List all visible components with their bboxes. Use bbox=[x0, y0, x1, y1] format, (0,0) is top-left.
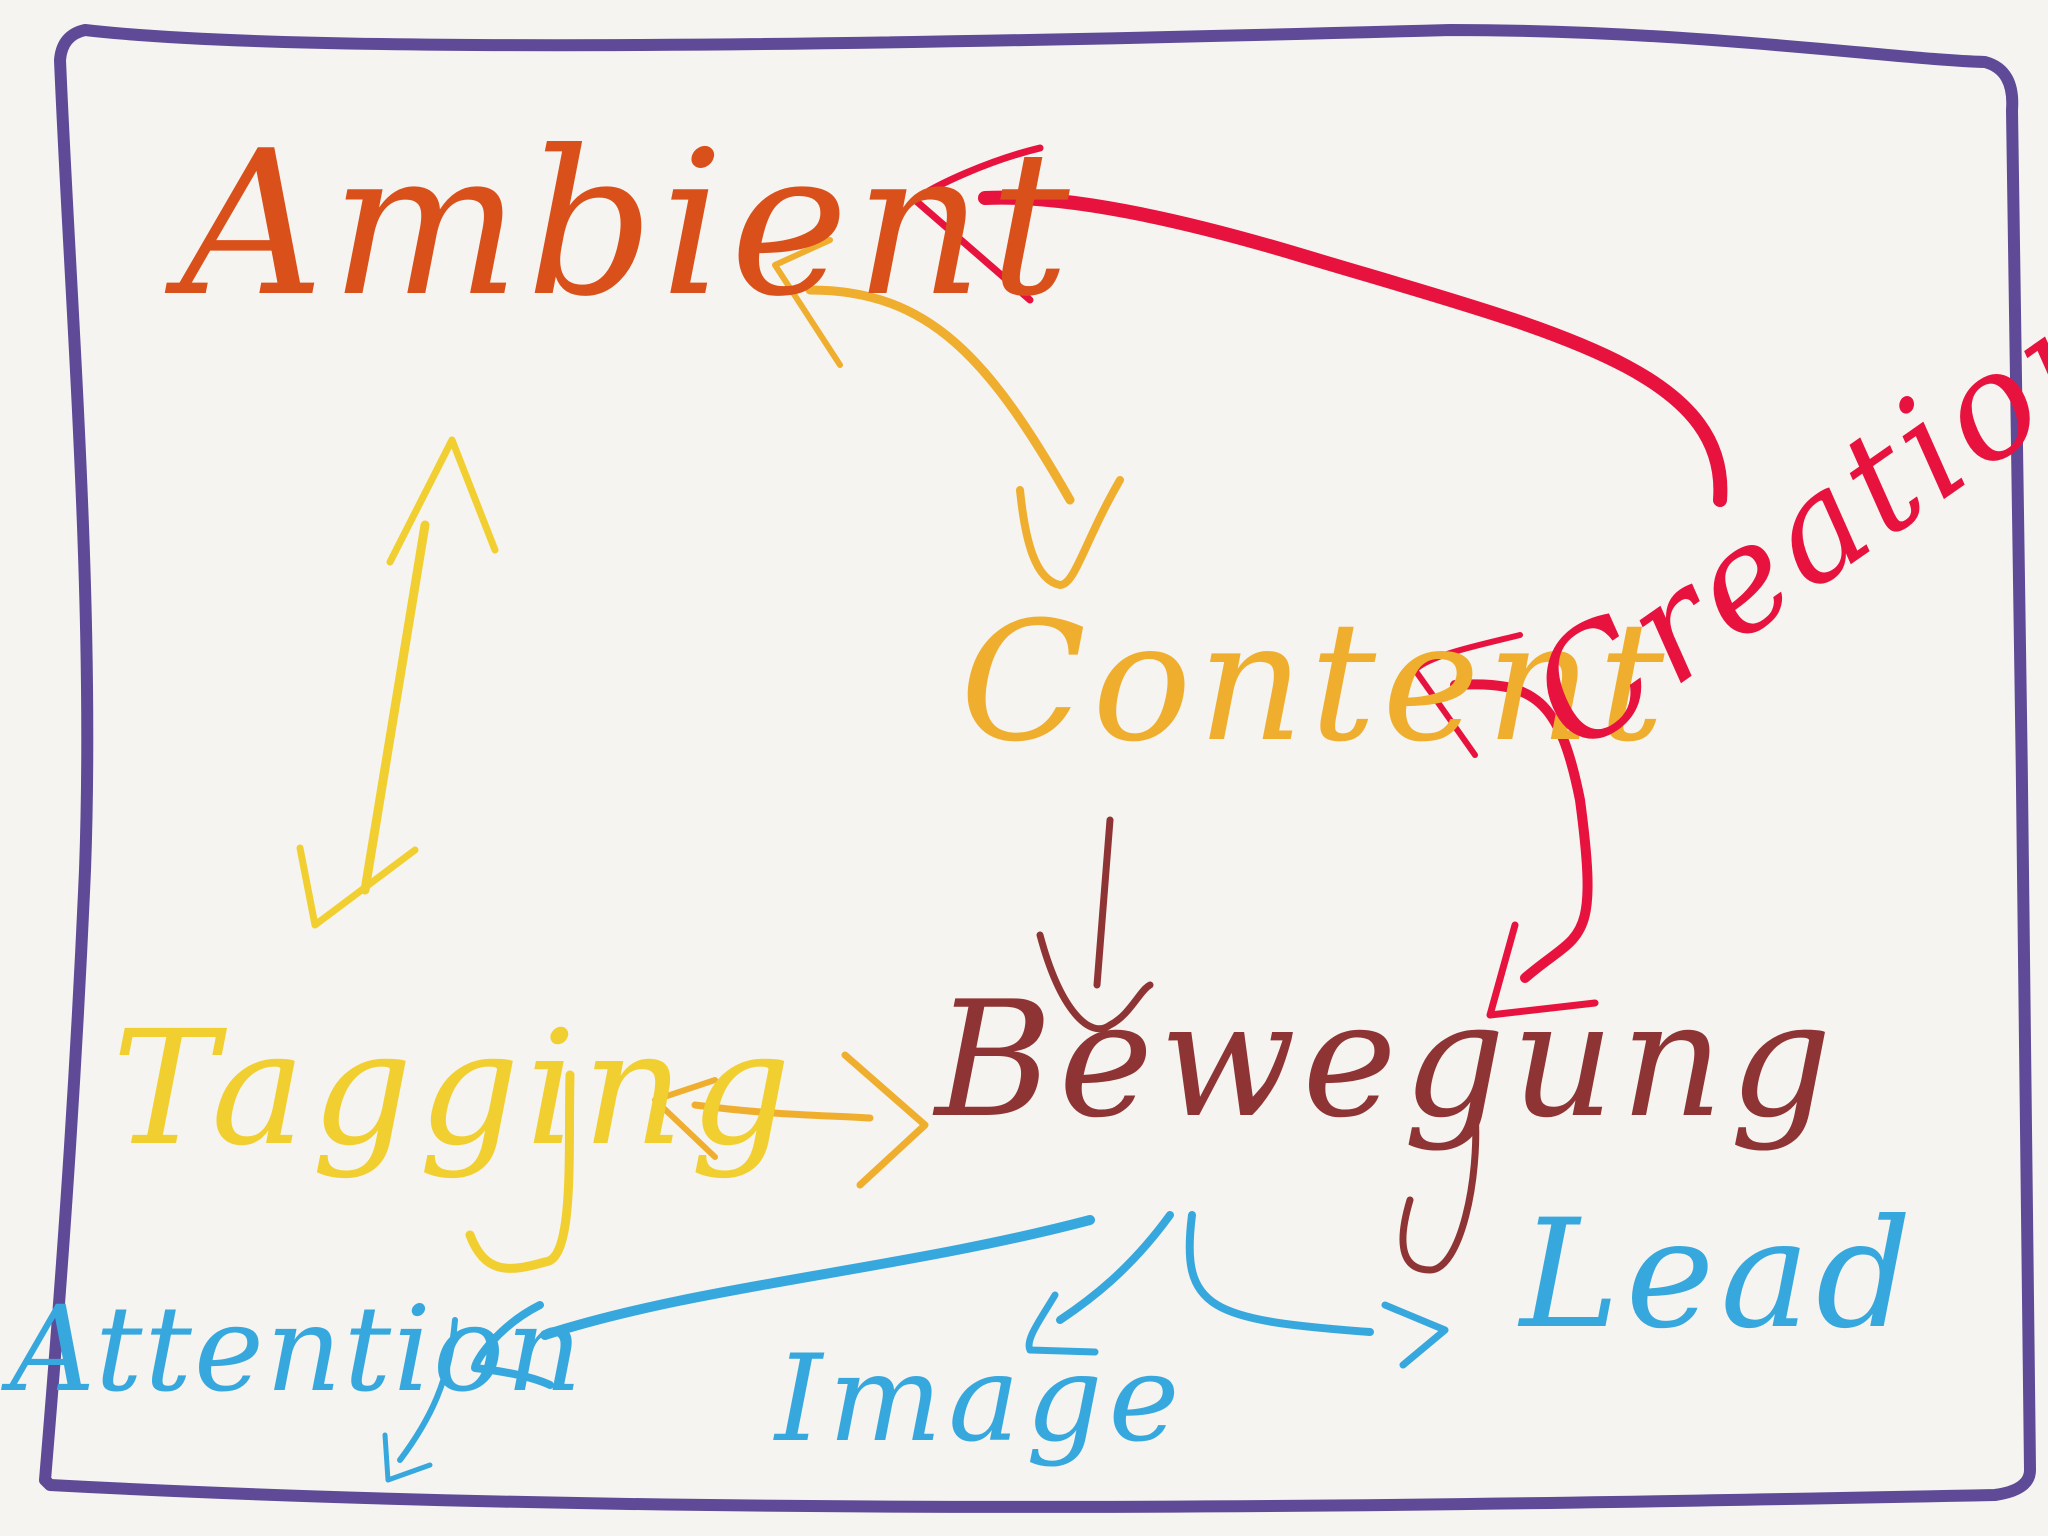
arrowhead-bewegung-orange bbox=[841, 1051, 929, 1189]
arrow-bewegung-to-lead-blue bbox=[1185, 1211, 1374, 1336]
label-lead: Lead bbox=[1520, 1188, 1918, 1362]
arrow-ambient-tagging bbox=[360, 520, 430, 895]
arrow-content-to-bewegung bbox=[1093, 816, 1114, 989]
arrow-attention-down bbox=[397, 1317, 458, 1463]
label-tagging: Tagging bbox=[112, 997, 798, 1181]
arrow-content-to-bewegung-red bbox=[1450, 679, 1593, 983]
label-bewegung: Bewegung bbox=[935, 966, 1838, 1153]
arrowhead-content-red bbox=[1412, 632, 1523, 758]
arrowhead-attention bbox=[471, 1301, 554, 1389]
label-content: Content bbox=[960, 586, 1671, 778]
arrowhead-ambient bbox=[772, 237, 843, 368]
arrow-bewegung-to-attention bbox=[540, 1215, 1095, 1340]
arrowhead-bewegung-red bbox=[1486, 921, 1599, 1019]
arrowhead-content bbox=[1016, 476, 1124, 589]
frame-border bbox=[39, 24, 2036, 1513]
arrowhead-attention-down bbox=[382, 1432, 433, 1483]
arrowhead-ambient-yellow bbox=[386, 436, 499, 566]
arrow-bewegung-to-image bbox=[1056, 1211, 1174, 1324]
arrowhead-ambient-red bbox=[911, 144, 1044, 304]
arrow-tagging-to-attention bbox=[465, 1070, 575, 1273]
arrowhead-tagging-orange bbox=[652, 1077, 718, 1160]
arrowhead-tagging-yellow bbox=[296, 844, 419, 929]
arrow-creation-to-ambient bbox=[978, 190, 1728, 507]
arrow-bewegung-to-lead bbox=[1399, 1106, 1480, 1274]
label-ambient: Ambient bbox=[180, 108, 1076, 341]
label-image: Image bbox=[775, 1330, 1186, 1469]
arrow-tagging-bewegung bbox=[691, 1101, 874, 1122]
arrowhead-lead bbox=[1381, 1301, 1449, 1369]
arrowhead-bewegung bbox=[1036, 931, 1154, 1033]
arrowhead-image bbox=[1025, 1291, 1099, 1356]
label-attention: Attention bbox=[10, 1280, 585, 1418]
arrow-ambient-to-content bbox=[805, 285, 1075, 505]
